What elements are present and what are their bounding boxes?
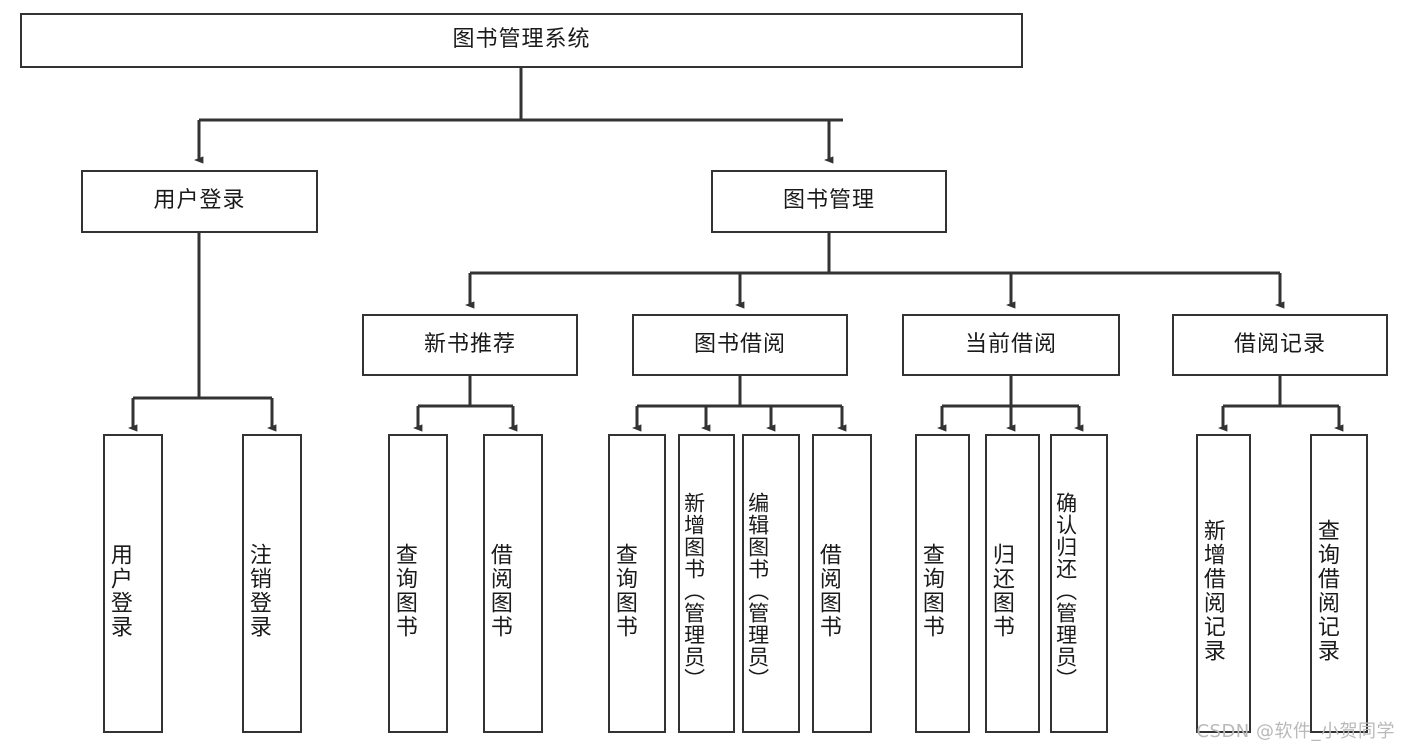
- node-user-login-label: 用户登录: [153, 188, 246, 214]
- node-leaf-current-query-book[interactable]: 查询图书: [915, 434, 970, 733]
- node-leaf-return-book[interactable]: 归还图书: [985, 434, 1040, 733]
- node-leaf-recommend-borrow-book[interactable]: 借阅图书: [483, 434, 543, 733]
- node-leaf-user-login[interactable]: 用户登录: [103, 434, 163, 733]
- node-leaf-user-login-label: 用户登录: [106, 542, 132, 639]
- node-current-borrow-label: 当前借阅: [964, 331, 1057, 357]
- node-borrow-record[interactable]: 借阅记录: [1172, 314, 1388, 376]
- node-leaf-borrow-query-book-label: 查询图书: [611, 542, 637, 639]
- node-leaf-query-borrow-record-label: 查询借阅记录: [1313, 518, 1339, 663]
- node-leaf-recommend-borrow-book-label: 借阅图书: [486, 542, 512, 639]
- node-book-management-label: 图书管理: [782, 188, 875, 214]
- node-leaf-recommend-query-book-label: 查询图书: [391, 542, 417, 639]
- node-leaf-borrow-book[interactable]: 借阅图书: [812, 434, 872, 733]
- node-leaf-recommend-query-book[interactable]: 查询图书: [388, 434, 448, 733]
- node-borrow-record-label: 借阅记录: [1233, 331, 1326, 357]
- node-leaf-add-borrow-record-label: 新增借阅记录: [1199, 518, 1225, 663]
- node-leaf-add-borrow-record[interactable]: 新增借阅记录: [1196, 434, 1251, 733]
- node-leaf-logout[interactable]: 注销登录: [242, 434, 302, 733]
- node-leaf-current-query-book-label: 查询图书: [918, 542, 944, 639]
- node-book-management[interactable]: 图书管理: [711, 170, 947, 233]
- node-current-borrow[interactable]: 当前借阅: [902, 314, 1120, 376]
- node-leaf-logout-label: 注销登录: [245, 542, 271, 639]
- node-leaf-return-book-label: 归还图书: [988, 542, 1014, 639]
- node-leaf-edit-book-admin[interactable]: 编辑图书（管理员）: [742, 434, 800, 733]
- node-leaf-add-book-admin-label: 新增图书（管理员）: [681, 491, 706, 690]
- node-leaf-query-borrow-record[interactable]: 查询借阅记录: [1310, 434, 1368, 733]
- node-new-book-recommend-label: 新书推荐: [423, 331, 516, 357]
- node-leaf-confirm-return-admin[interactable]: 确认归还（管理员）: [1050, 434, 1108, 733]
- node-book-borrow[interactable]: 图书借阅: [632, 314, 848, 376]
- node-leaf-edit-book-admin-label: 编辑图书（管理员）: [745, 491, 770, 690]
- node-root[interactable]: 图书管理系统: [20, 13, 1023, 68]
- node-book-borrow-label: 图书借阅: [693, 331, 786, 357]
- node-leaf-borrow-query-book[interactable]: 查询图书: [608, 434, 666, 733]
- node-root-label: 图书管理系统: [452, 27, 591, 53]
- node-new-book-recommend[interactable]: 新书推荐: [362, 314, 578, 376]
- node-user-login[interactable]: 用户登录: [81, 170, 318, 233]
- node-leaf-add-book-admin[interactable]: 新增图书（管理员）: [678, 434, 735, 733]
- node-leaf-confirm-return-admin-label: 确认归还（管理员）: [1053, 491, 1078, 690]
- node-leaf-borrow-book-label: 借阅图书: [815, 542, 841, 639]
